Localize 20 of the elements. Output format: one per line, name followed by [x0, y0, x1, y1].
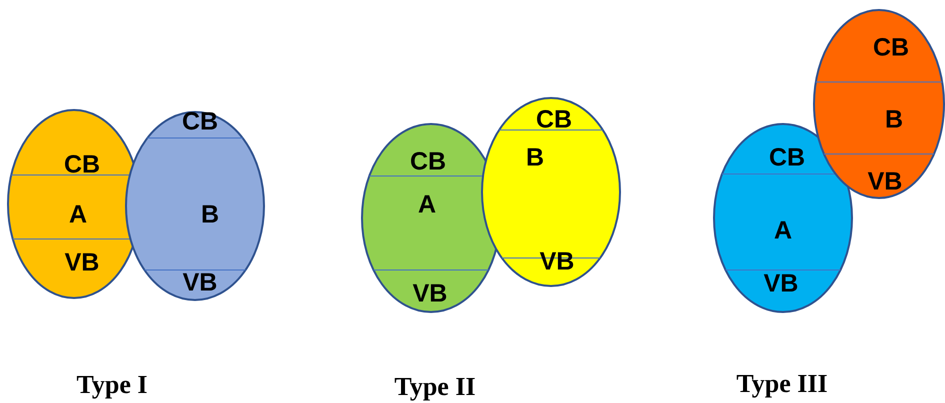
band-label: CB — [872, 36, 910, 60]
band-label: B — [526, 146, 544, 170]
band-label: VB — [64, 250, 100, 276]
type-caption: Type I — [76, 372, 148, 398]
type-caption: Type II — [394, 374, 476, 400]
band-label: CB — [182, 110, 218, 134]
band-label: A — [418, 192, 436, 218]
band-label: CB — [536, 108, 572, 132]
band-label: VB — [764, 272, 798, 296]
band-label: CB — [64, 152, 100, 178]
band-label: CB — [410, 150, 446, 174]
band-label: A — [68, 202, 88, 228]
band-label: CB — [768, 146, 806, 170]
band-label: VB — [182, 270, 218, 296]
band-label: VB — [868, 170, 902, 194]
band-label: VB — [412, 282, 448, 306]
band-label: B — [884, 108, 904, 132]
band-label: B — [200, 202, 220, 228]
band-label: A — [774, 218, 792, 244]
type-caption: Type III — [736, 371, 828, 397]
